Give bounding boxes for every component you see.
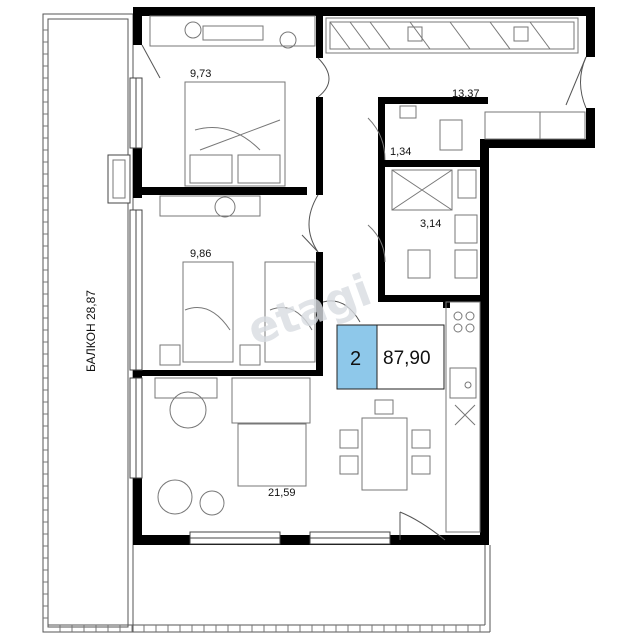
windows (129, 77, 391, 545)
bedroom-doors (141, 44, 330, 253)
bathroom-fixtures (367, 169, 478, 279)
bedroom-middle-furniture (159, 195, 316, 366)
balcony-label: БАЛКОН 28,87 (84, 290, 98, 372)
entrance-door (565, 56, 587, 109)
kitchen-counter (445, 301, 481, 533)
area-badge-bg (376, 324, 445, 390)
room-area-wc: 1,34 (390, 146, 411, 158)
rooms-badge-bg (336, 324, 378, 390)
apartment-badge: 2 87,90 (336, 324, 445, 390)
room-area-bathroom: 3,14 (420, 218, 441, 230)
room-area-hall: 13,37 (452, 88, 480, 100)
living-doors (322, 300, 446, 541)
bedroom-top-furniture (149, 15, 316, 187)
radiator-inner (112, 159, 126, 199)
room-area-bedroom-middle: 9,86 (190, 248, 211, 260)
radiator (107, 154, 131, 204)
rooms-count: 2 (350, 348, 361, 370)
hall-kitchen-counter (484, 111, 586, 140)
balcony (42, 13, 491, 633)
room-area-bedroom-top: 9,73 (190, 68, 211, 80)
wardrobe (325, 17, 579, 54)
balcony-railing-ticks (43, 29, 481, 632)
living-furniture (154, 377, 431, 516)
wc-fixtures (367, 105, 463, 161)
room-area-living: 21,59 (268, 487, 296, 499)
total-area: 87,90 (383, 348, 431, 369)
